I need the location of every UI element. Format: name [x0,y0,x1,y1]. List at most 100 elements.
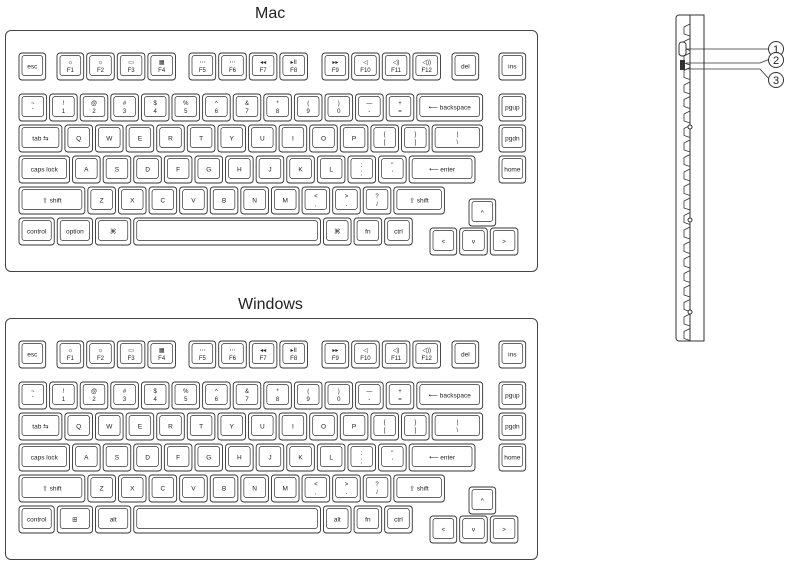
key-upper-legend: # [123,389,127,395]
mac-key-4-3: C [148,186,178,215]
mac-key-5-9: > [489,227,519,256]
windows-key-3-13: home [498,443,527,472]
mac-key-0-3: ▭F3 [116,52,146,81]
mac-key-1-0: ~` [18,93,48,122]
mac-key-0-11: ◁)F11 [381,52,411,81]
key-top [501,158,524,179]
windows-key-4-2: X [117,474,147,503]
key-legend: D [145,167,150,174]
key-top [289,158,312,179]
key-lower-legend: 3 [123,397,127,403]
key-legend: alt [334,517,341,524]
side-keycap-14 [683,226,691,240]
side-view-keycaps [683,23,691,341]
mac-key-3-12: ⟵ enter [408,155,476,184]
key-top [373,415,396,436]
key-upper-legend: ! [63,101,65,107]
key-upper-legend: + [398,101,402,107]
key-upper-legend: : [361,451,363,457]
mac-key-4-8: <, [301,186,331,215]
key-lower-legend: ' [392,171,393,177]
key-top [326,220,349,241]
key-legend: caps lock [31,455,59,462]
key-top [212,477,236,498]
key-top [89,343,112,364]
key-top [274,477,297,498]
mac-keyboard-keys: esc☼F1☼F2▭F3▦F4⋯F5⋯F6◂◂F7▸IIF8▸▸F9◁F10◁)… [18,52,527,256]
key-top [21,55,44,76]
side-keycap-6 [683,110,691,124]
windows-layout-title: Windows [238,296,303,313]
key-top [113,96,136,117]
key-upper-legend: ▸II [291,60,298,66]
key-top [415,55,438,76]
key-top [312,127,335,148]
mac-key-1-8: *8 [263,93,292,122]
mac-key-1-11: —- [355,93,384,122]
key-top [350,446,373,467]
key-legend: T [199,136,203,143]
mac-key-1-10: )0 [324,93,354,122]
key-top [388,96,412,117]
side-keycap-9 [683,154,691,167]
key-top [182,189,205,210]
key-lower-legend: F1 [67,356,75,362]
key-legend: S [115,455,120,462]
key-top [159,127,182,148]
key-top [243,477,266,498]
mac-key-0-6: ⋯F6 [218,52,247,81]
key-upper-legend: ^ [215,101,218,107]
key-top [167,158,190,179]
key-lower-legend: / [376,490,378,496]
windows-key-4-1: Z [87,474,116,503]
key-top [342,415,366,436]
key-upper-legend: | [457,132,459,138]
key-top [387,220,410,241]
key-top [324,55,347,76]
key-legend: ⊞ [72,517,78,524]
key-legend: caps lock [31,167,59,174]
key-upper-legend: ? [375,194,379,200]
key-top [182,477,205,498]
side-keycap-12 [683,197,691,211]
key-upper-legend: * [276,389,279,395]
key-legend: B [222,486,226,493]
key-top [501,446,524,467]
key-upper-legend: } [414,420,416,426]
windows-key-2-12: }] [401,412,430,441]
windows-key-4-4: V [179,474,208,503]
mac-key-0-0: esc [18,52,47,81]
windows-key-5-3 [133,505,321,534]
key-upper-legend: ◂◂ [260,348,266,354]
mac-key-3-8: K [286,155,315,184]
key-lower-legend: F8 [290,356,298,362]
mac-key-5-4: ⌘ [323,217,352,246]
windows-key-3-12: ⟵ enter [408,443,476,472]
key-top [136,508,318,529]
key-upper-legend: { [384,132,386,138]
key-legend: control [27,229,47,236]
key-legend: ^ [481,210,485,217]
windows-key-2-6: Y [217,412,246,441]
key-lower-legend: [ [384,428,386,434]
key-lower-legend: F7 [260,68,268,74]
key-legend: ⟵ backspace [429,393,472,400]
key-legend: ins [508,352,517,359]
mac-key-5-7: < [429,227,458,256]
key-top [21,220,52,241]
key-legend: N [252,198,257,205]
key-legend: Y [230,136,235,143]
mac-key-0-10: ◁F10 [351,52,380,81]
key-legend: R [168,136,173,143]
key-upper-legend: ( [307,389,309,395]
key-upper-legend: ◁)) [422,60,431,66]
key-legend: > [502,527,506,534]
key-legend: tab ⇆ [32,424,49,431]
key-upper-legend: & [245,389,249,395]
key-top [221,343,244,364]
key-top [419,384,480,405]
mac-key-2-8: I [278,124,308,153]
key-legend: fn [365,517,371,524]
key-upper-legend: — [366,101,372,107]
windows-key-2-14: pgdn [498,412,527,441]
